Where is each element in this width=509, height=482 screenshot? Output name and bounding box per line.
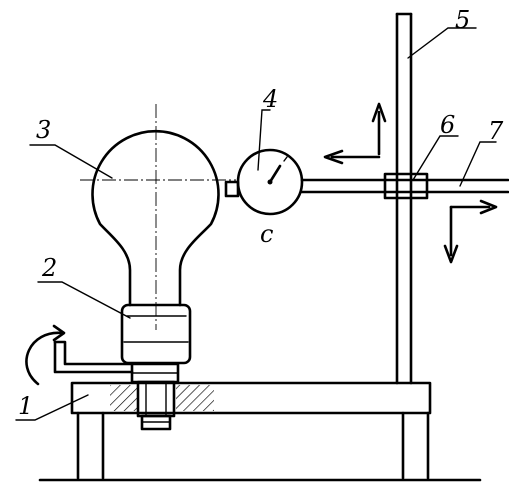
turn-handle — [25, 324, 134, 386]
label-bulb: 3 — [36, 116, 51, 144]
leader-arm — [459, 141, 497, 187]
dial-needle — [268, 164, 282, 184]
measuring-arm — [300, 178, 509, 194]
light-bulb — [91, 129, 220, 307]
leader-rod — [407, 27, 477, 59]
label-socket: 2 — [41, 254, 57, 282]
leader-base — [15, 394, 89, 421]
hatch-left — [110, 385, 138, 411]
leader-dial — [257, 109, 271, 171]
dial-indicator — [224, 148, 304, 216]
movement-arrows-upper — [323, 102, 387, 165]
leader-bulb — [29, 144, 113, 179]
label-clamp: 6 — [440, 111, 455, 139]
mounting-screw — [130, 362, 180, 431]
movement-arrows-lower — [443, 199, 498, 264]
label-base: 1 — [18, 392, 33, 420]
leader-socket — [37, 281, 131, 319]
leader-lines — [15, 27, 497, 421]
label-arm: 7 — [488, 117, 504, 145]
rod-clamp — [383, 172, 429, 200]
hatch-right — [176, 385, 214, 411]
rotation-arrow-head — [52, 324, 66, 342]
base-table — [70, 381, 432, 480]
label-dial-indicator: 4 — [262, 85, 278, 113]
label-dial-letter: c — [260, 220, 273, 248]
label-stand-rod: 5 — [455, 6, 470, 34]
leader-clamp — [412, 135, 459, 181]
